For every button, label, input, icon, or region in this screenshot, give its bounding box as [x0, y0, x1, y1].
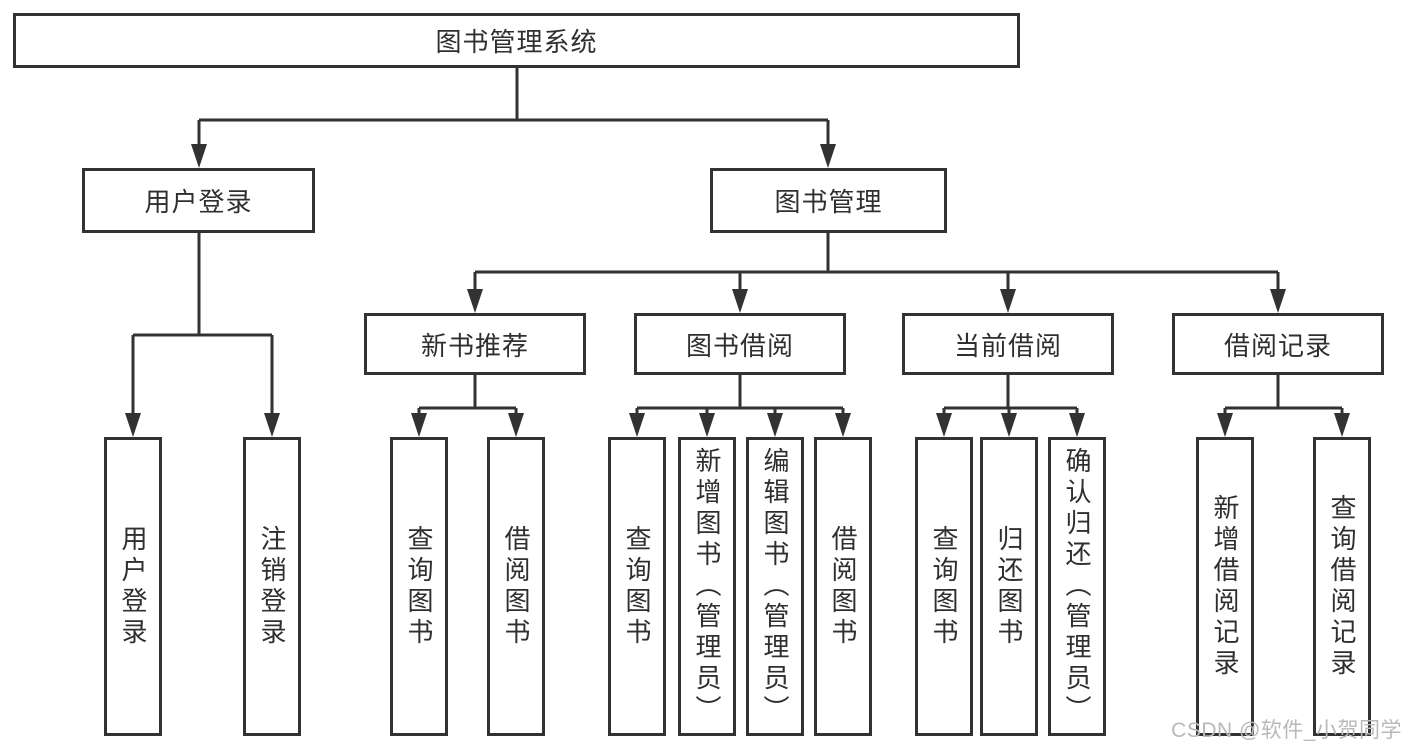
leaf-borrow-books-recommend: 借阅图书: [487, 437, 545, 736]
connector-lines: [131, 68, 1344, 419]
node-user-login: 用户登录: [82, 168, 315, 233]
leaf-query-borrow-record: 查询借阅记录: [1313, 437, 1371, 736]
arrow-down-icons: [125, 144, 1350, 437]
leaf-add-books-admin: 新增图书（管理员）: [678, 437, 736, 736]
leaf-query-books-current: 查询图书: [915, 437, 973, 736]
leaf-edit-books-admin: 编辑图书（管理员）: [746, 437, 804, 736]
node-root: 图书管理系统: [13, 13, 1020, 68]
csdn-watermark: CSDN @软件_小贺同学: [1171, 719, 1402, 742]
leaf-logout: 注销登录: [243, 437, 301, 736]
node-borrow-records: 借阅记录: [1172, 313, 1384, 375]
leaf-return-books: 归还图书: [980, 437, 1038, 736]
leaf-query-books-borrow: 查询图书: [608, 437, 666, 736]
node-current-borrow: 当前借阅: [902, 313, 1114, 375]
node-book-borrow: 图书借阅: [634, 313, 846, 375]
leaf-add-borrow-record: 新增借阅记录: [1196, 437, 1254, 736]
leaf-query-books-recommend: 查询图书: [390, 437, 448, 736]
leaf-confirm-return-admin: 确认归还（管理员）: [1048, 437, 1106, 736]
node-book-management: 图书管理: [710, 168, 947, 233]
leaf-user-login: 用户登录: [104, 437, 162, 736]
leaf-borrow-books: 借阅图书: [814, 437, 872, 736]
node-new-book-recommend: 新书推荐: [364, 313, 586, 375]
